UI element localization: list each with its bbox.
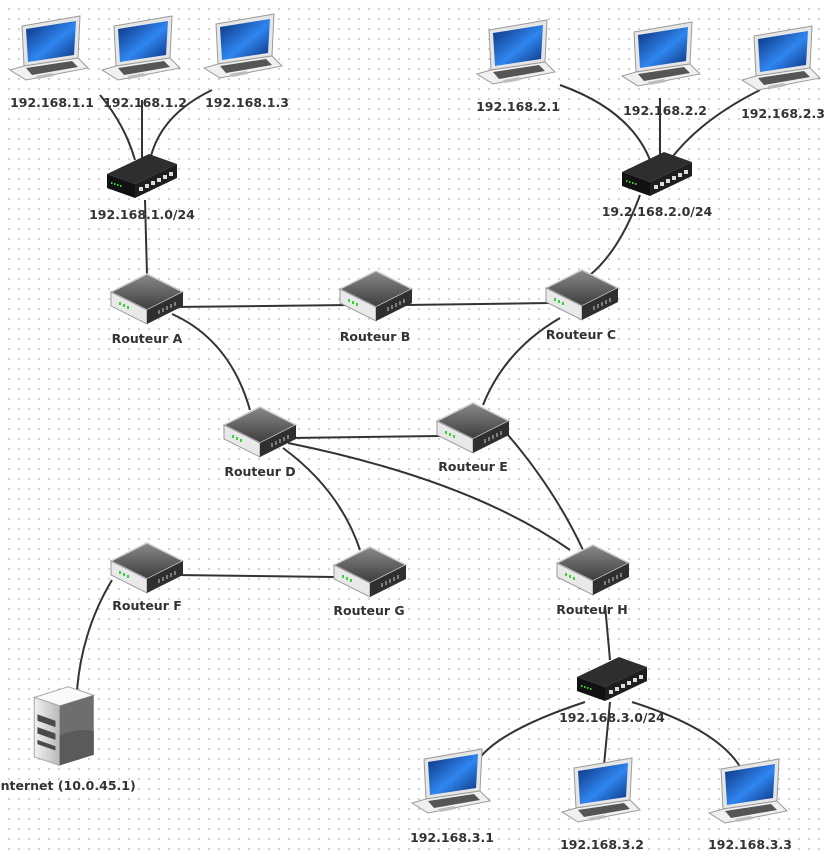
router-g-label: Routeur G [333,603,404,618]
link-host-192-168-1-3-switch-1 [149,89,213,161]
host-label: 192.168.1.3 [205,95,289,110]
link-router-c-router-e [482,317,561,406]
host-label: 192.168.2.1 [476,99,560,114]
laptop-icon[interactable] [476,19,556,85]
host-label: 192.168.2.3 [741,106,825,121]
laptop-icon[interactable] [411,748,491,814]
internet-server: internet (10.0.45.1) [0,686,136,793]
host-label: 192.168.1.1 [10,95,94,110]
switch-icon[interactable] [107,154,177,198]
router-icon[interactable] [333,546,407,598]
laptop-icon[interactable] [101,15,181,81]
router-h-label: Routeur H [556,602,627,617]
link-router-d-router-e [289,435,441,439]
server-label: internet (10.0.45.1) [0,778,136,793]
switch-icon[interactable] [577,657,647,701]
switch-label: 192.168.3.0/24 [559,710,665,725]
link-switch-3-host-192-168-3-1 [477,701,586,761]
subnet-lan3: 192.168.3.0/24 192.168.3.1 192.168.3.2 1… [410,657,792,852]
link-router-e-router-h [507,434,584,551]
router-a-label: Routeur A [112,331,183,346]
router-icon[interactable] [339,270,413,322]
router-f-label: Routeur F [112,598,182,613]
link-host-192-168-2-1-switch-2 [559,84,651,161]
link-router-f-server [76,579,113,691]
link-router-h-switch-3 [604,604,611,661]
laptop-icon[interactable] [621,21,701,87]
link-router-f-router-g [174,574,336,578]
router-b-label: Routeur B [340,329,411,344]
laptop-icon[interactable] [561,757,641,823]
router-icon[interactable] [110,542,184,594]
router-icon[interactable] [556,544,630,596]
host-label: 192.168.3.2 [560,837,644,852]
link-router-d-router-g [282,447,361,551]
subnet-lan2: 192.168.2.1 192.168.2.2 192.168.2.3 19.2… [476,19,825,219]
host-label: 192.168.1.2 [103,95,187,110]
subnet-lan1: 192.168.1.1 192.168.1.2 192.168.1.3 192.… [9,13,289,222]
router-icon[interactable] [545,269,619,321]
switch-icon[interactable] [622,152,692,196]
router-icon[interactable] [436,402,510,454]
router-d-label: Routeur D [224,464,295,479]
host-label: 192.168.3.3 [708,837,792,852]
laptop-icon[interactable] [741,25,821,91]
server-icon[interactable] [33,686,95,766]
laptop-icon[interactable] [9,15,89,81]
link-switch-2-router-c [589,194,641,276]
link-switch-3-host-192-168-3-3 [631,701,743,771]
router-icon[interactable] [110,273,184,325]
link-router-a-router-d [171,313,251,411]
laptop-icon[interactable] [203,13,283,79]
links [76,84,761,771]
link-host-192-168-2-3-switch-2 [669,89,761,161]
link-router-d-router-h [287,442,571,551]
router-e-label: Routeur E [438,459,508,474]
routers: Routeur A Routeur B Routeur C Routeur D … [110,269,630,618]
router-c-label: Routeur C [546,327,616,342]
laptop-icon[interactable] [708,758,788,824]
switch-label: 19.2.168.2.0/24 [602,204,713,219]
link-host-192-168-1-1-switch-1 [99,94,136,161]
link-switch-1-router-a [144,199,148,276]
host-label: 192.168.2.2 [623,103,707,118]
link-router-a-router-b [171,304,351,308]
link-switch-3-host-192-168-3-2 [603,701,611,766]
host-label: 192.168.3.1 [410,830,494,845]
link-router-b-router-c [404,302,551,306]
switch-label: 192.168.1.0/24 [89,207,195,222]
